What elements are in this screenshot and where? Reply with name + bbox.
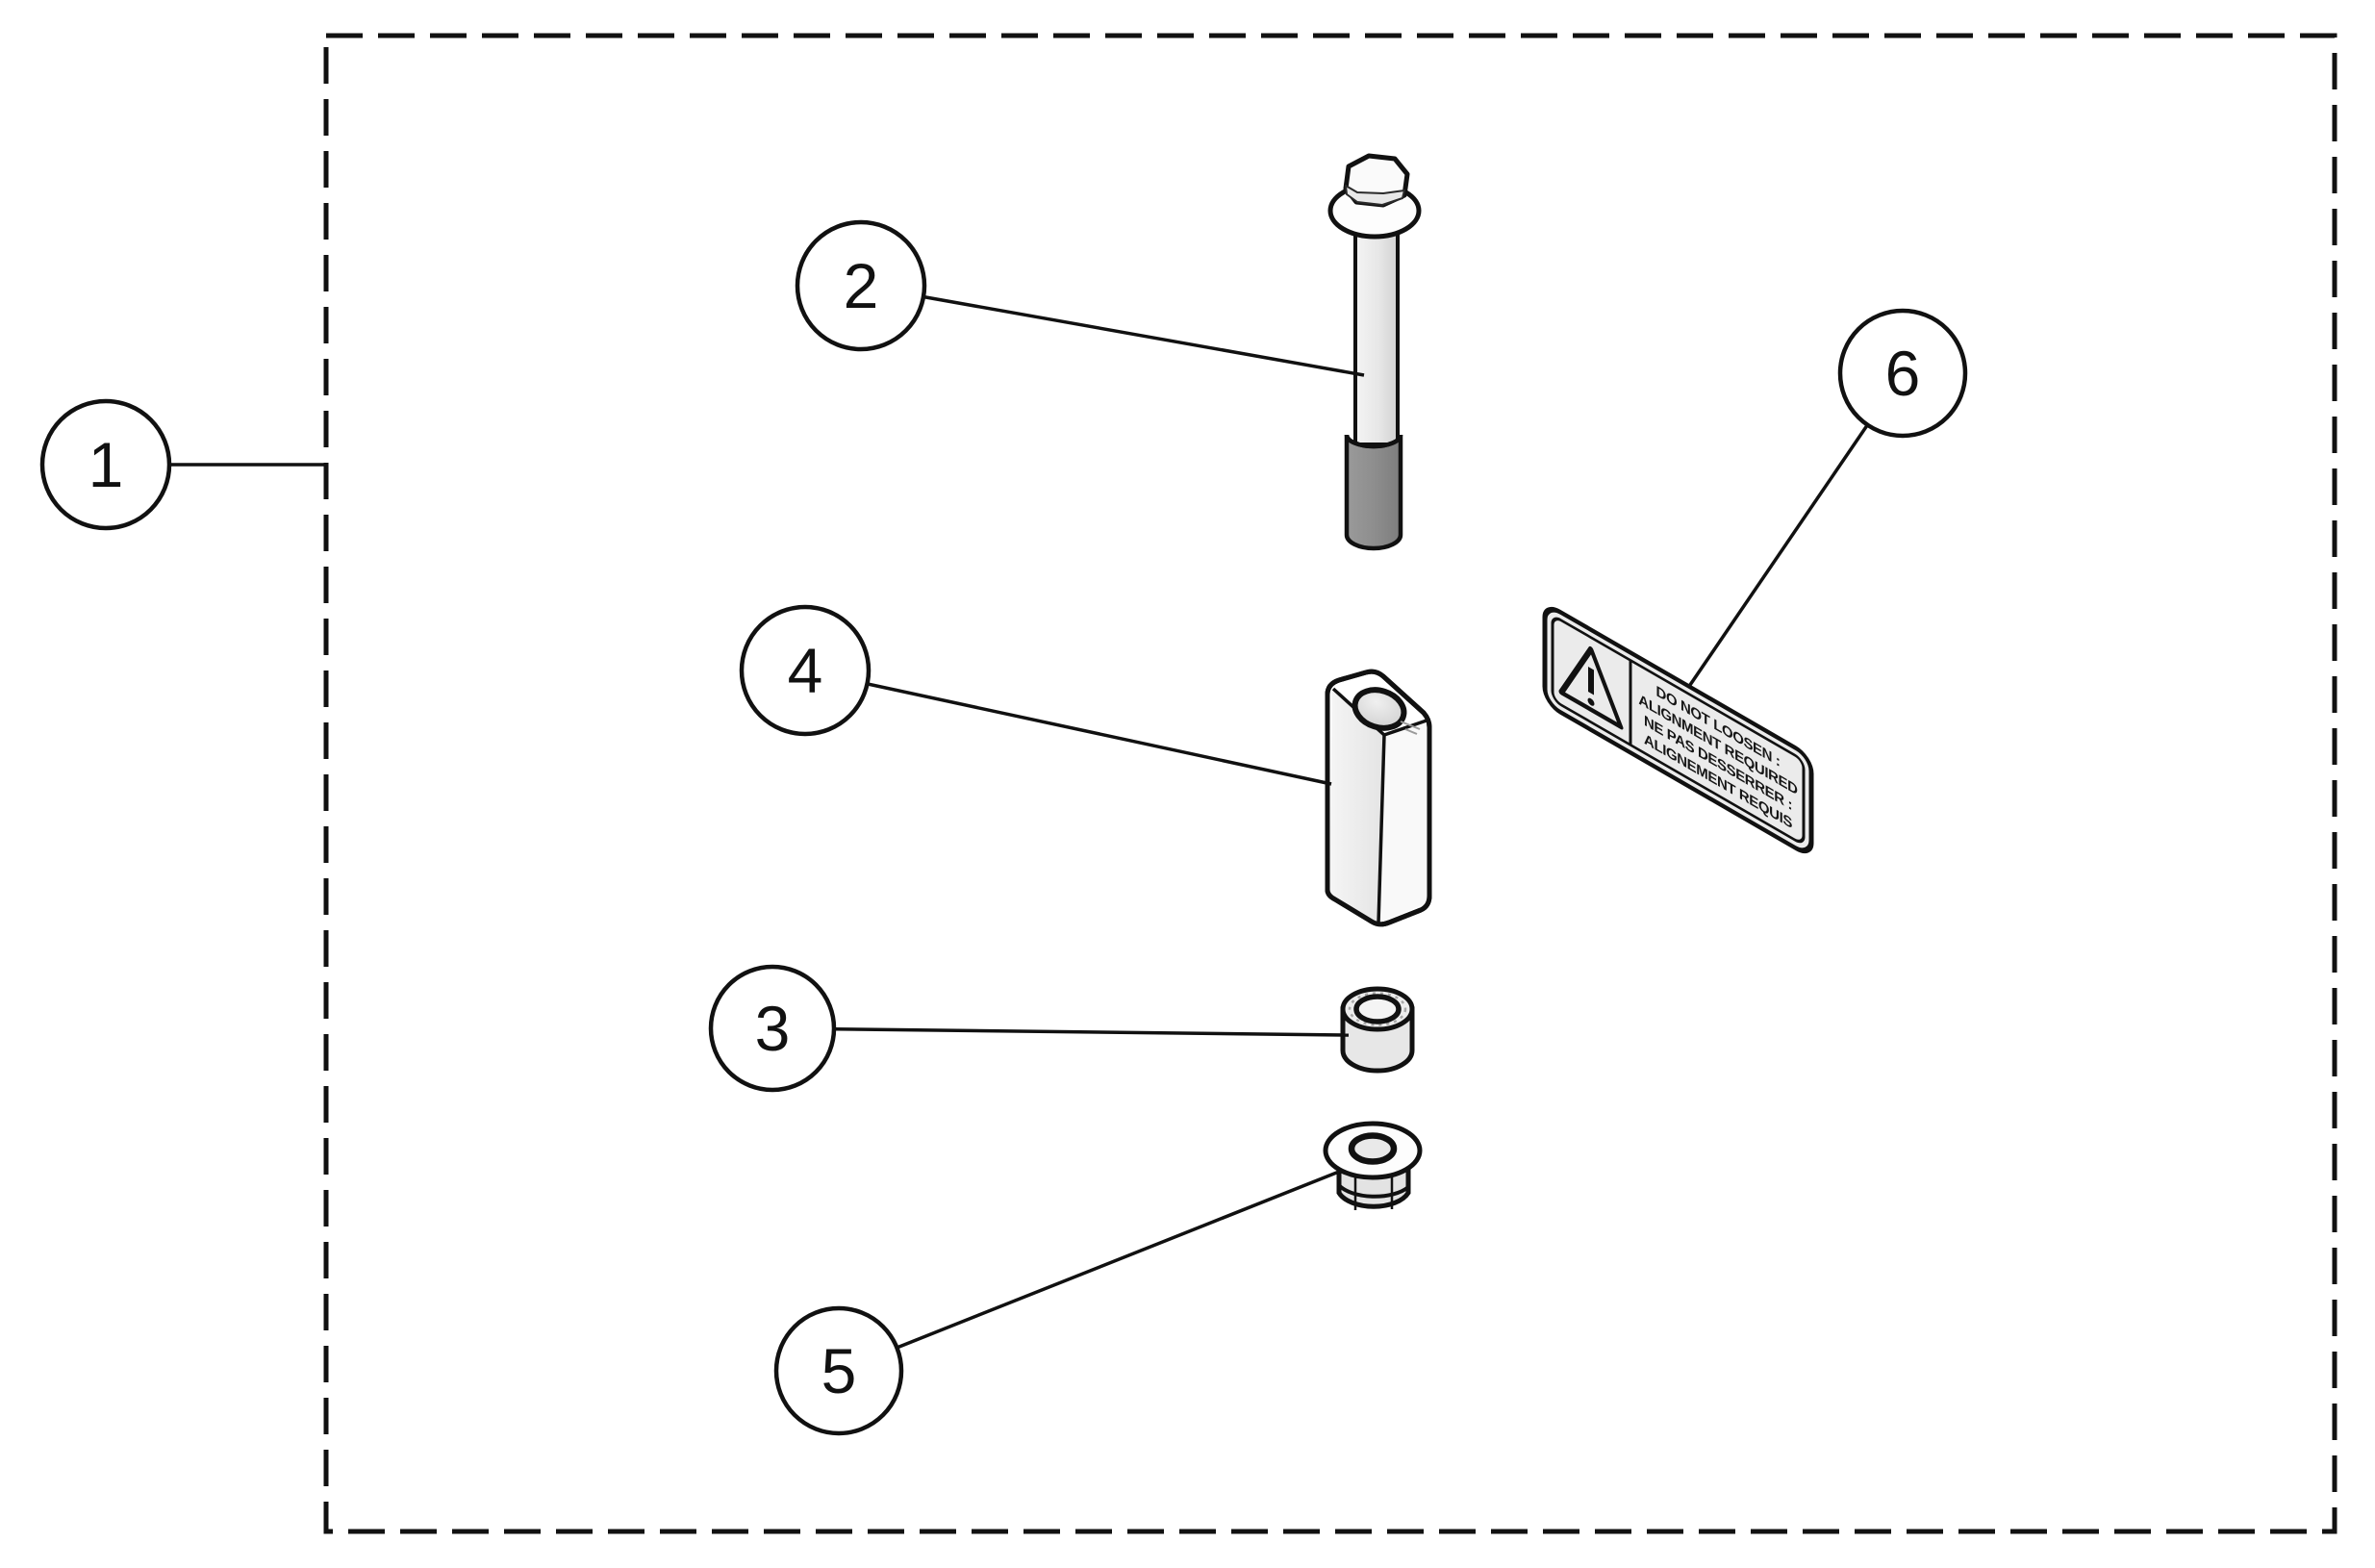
part-spacer-block[interactable] — [1325, 669, 1432, 927]
part-warning-label[interactable]: DO NOT LOOSEN : ALIGNMENT REQUIRED NE PA… — [1542, 603, 1814, 857]
bushing-knurl-texture — [1348, 992, 1407, 1026]
callout-6[interactable]: 6 — [1837, 308, 1968, 439]
callout-5[interactable]: 5 — [773, 1305, 904, 1436]
callout-5-number: 5 — [821, 1335, 857, 1406]
bolt-threaded-end — [1344, 434, 1403, 551]
bolt-shank — [1353, 215, 1400, 446]
callout-1-circle — [39, 398, 172, 531]
spacer-outline-overlay — [1325, 669, 1432, 927]
callout-4-circle — [739, 604, 872, 737]
callout-6-number: 6 — [1885, 338, 1921, 409]
callout-3[interactable]: 3 — [708, 964, 837, 1093]
leader-line-5 — [838, 1170, 1340, 1373]
part-flange-bolt[interactable] — [1327, 153, 1422, 551]
callout-2-number: 2 — [844, 250, 879, 321]
spacer-front-left-face — [1329, 689, 1384, 923]
callout-2[interactable]: 2 — [795, 219, 927, 352]
part-flange-nut[interactable] — [1323, 1121, 1423, 1210]
spacer-bore-hole — [1352, 687, 1407, 731]
callout-4[interactable]: 4 — [739, 604, 872, 737]
nut-collar-rim — [1337, 1183, 1410, 1199]
spacer-front-right-face — [1378, 721, 1428, 923]
leader-line-3 — [771, 1026, 1350, 1037]
part-bushing[interactable] — [1340, 986, 1415, 1074]
label-inner-border — [1551, 617, 1806, 844]
label-outer-plate — [1542, 606, 1814, 854]
callout-3-circle — [708, 964, 837, 1093]
assembly-boundary-box — [323, 33, 2337, 1534]
nut-bore-hole — [1348, 1132, 1398, 1165]
callout-1-number: 1 — [88, 429, 124, 500]
bolt-hex-facets — [1345, 185, 1405, 206]
callout-2-circle — [795, 219, 927, 352]
callout-4-number: 4 — [788, 635, 823, 706]
callout-1[interactable]: 1 — [39, 398, 172, 531]
leader-line-4 — [804, 669, 1332, 786]
spacer-front-edge — [1377, 734, 1386, 924]
bolt-thread-junction — [1344, 434, 1403, 449]
leader-line-2 — [860, 284, 1365, 377]
bushing-bore-hole — [1353, 994, 1402, 1024]
callout-3-number: 3 — [755, 993, 791, 1064]
spacer-molded-marking — [1400, 721, 1421, 735]
callout-6-circle — [1837, 308, 1968, 439]
callout-5-circle — [773, 1305, 904, 1436]
